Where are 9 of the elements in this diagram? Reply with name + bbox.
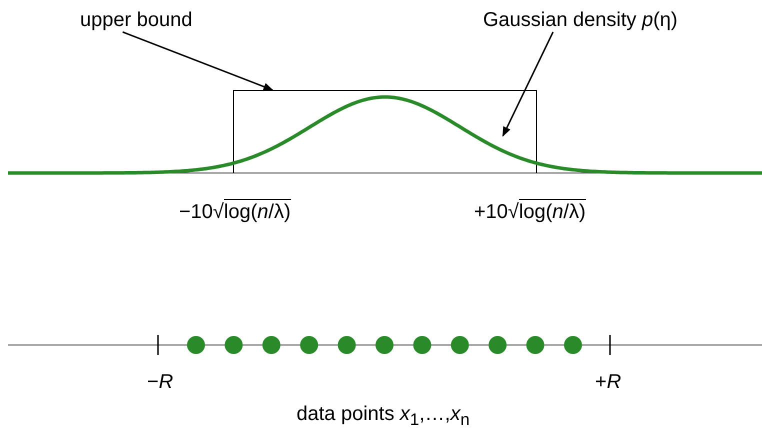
leader-arrow [502,32,554,137]
bound-value: +10√log(n/λ) [474,200,586,224]
annotation-label: Gaussian density p(η) [483,8,678,32]
axis-label: +R [595,370,622,394]
leader-arrow [122,31,274,91]
axis-caption: data points x$_{1}$,…,x$_{n}$ [296,402,470,430]
annotation-label: upper bound [80,8,192,32]
bound-value: −10√log(n/λ) [179,200,291,224]
axis-label: −R [147,370,174,394]
